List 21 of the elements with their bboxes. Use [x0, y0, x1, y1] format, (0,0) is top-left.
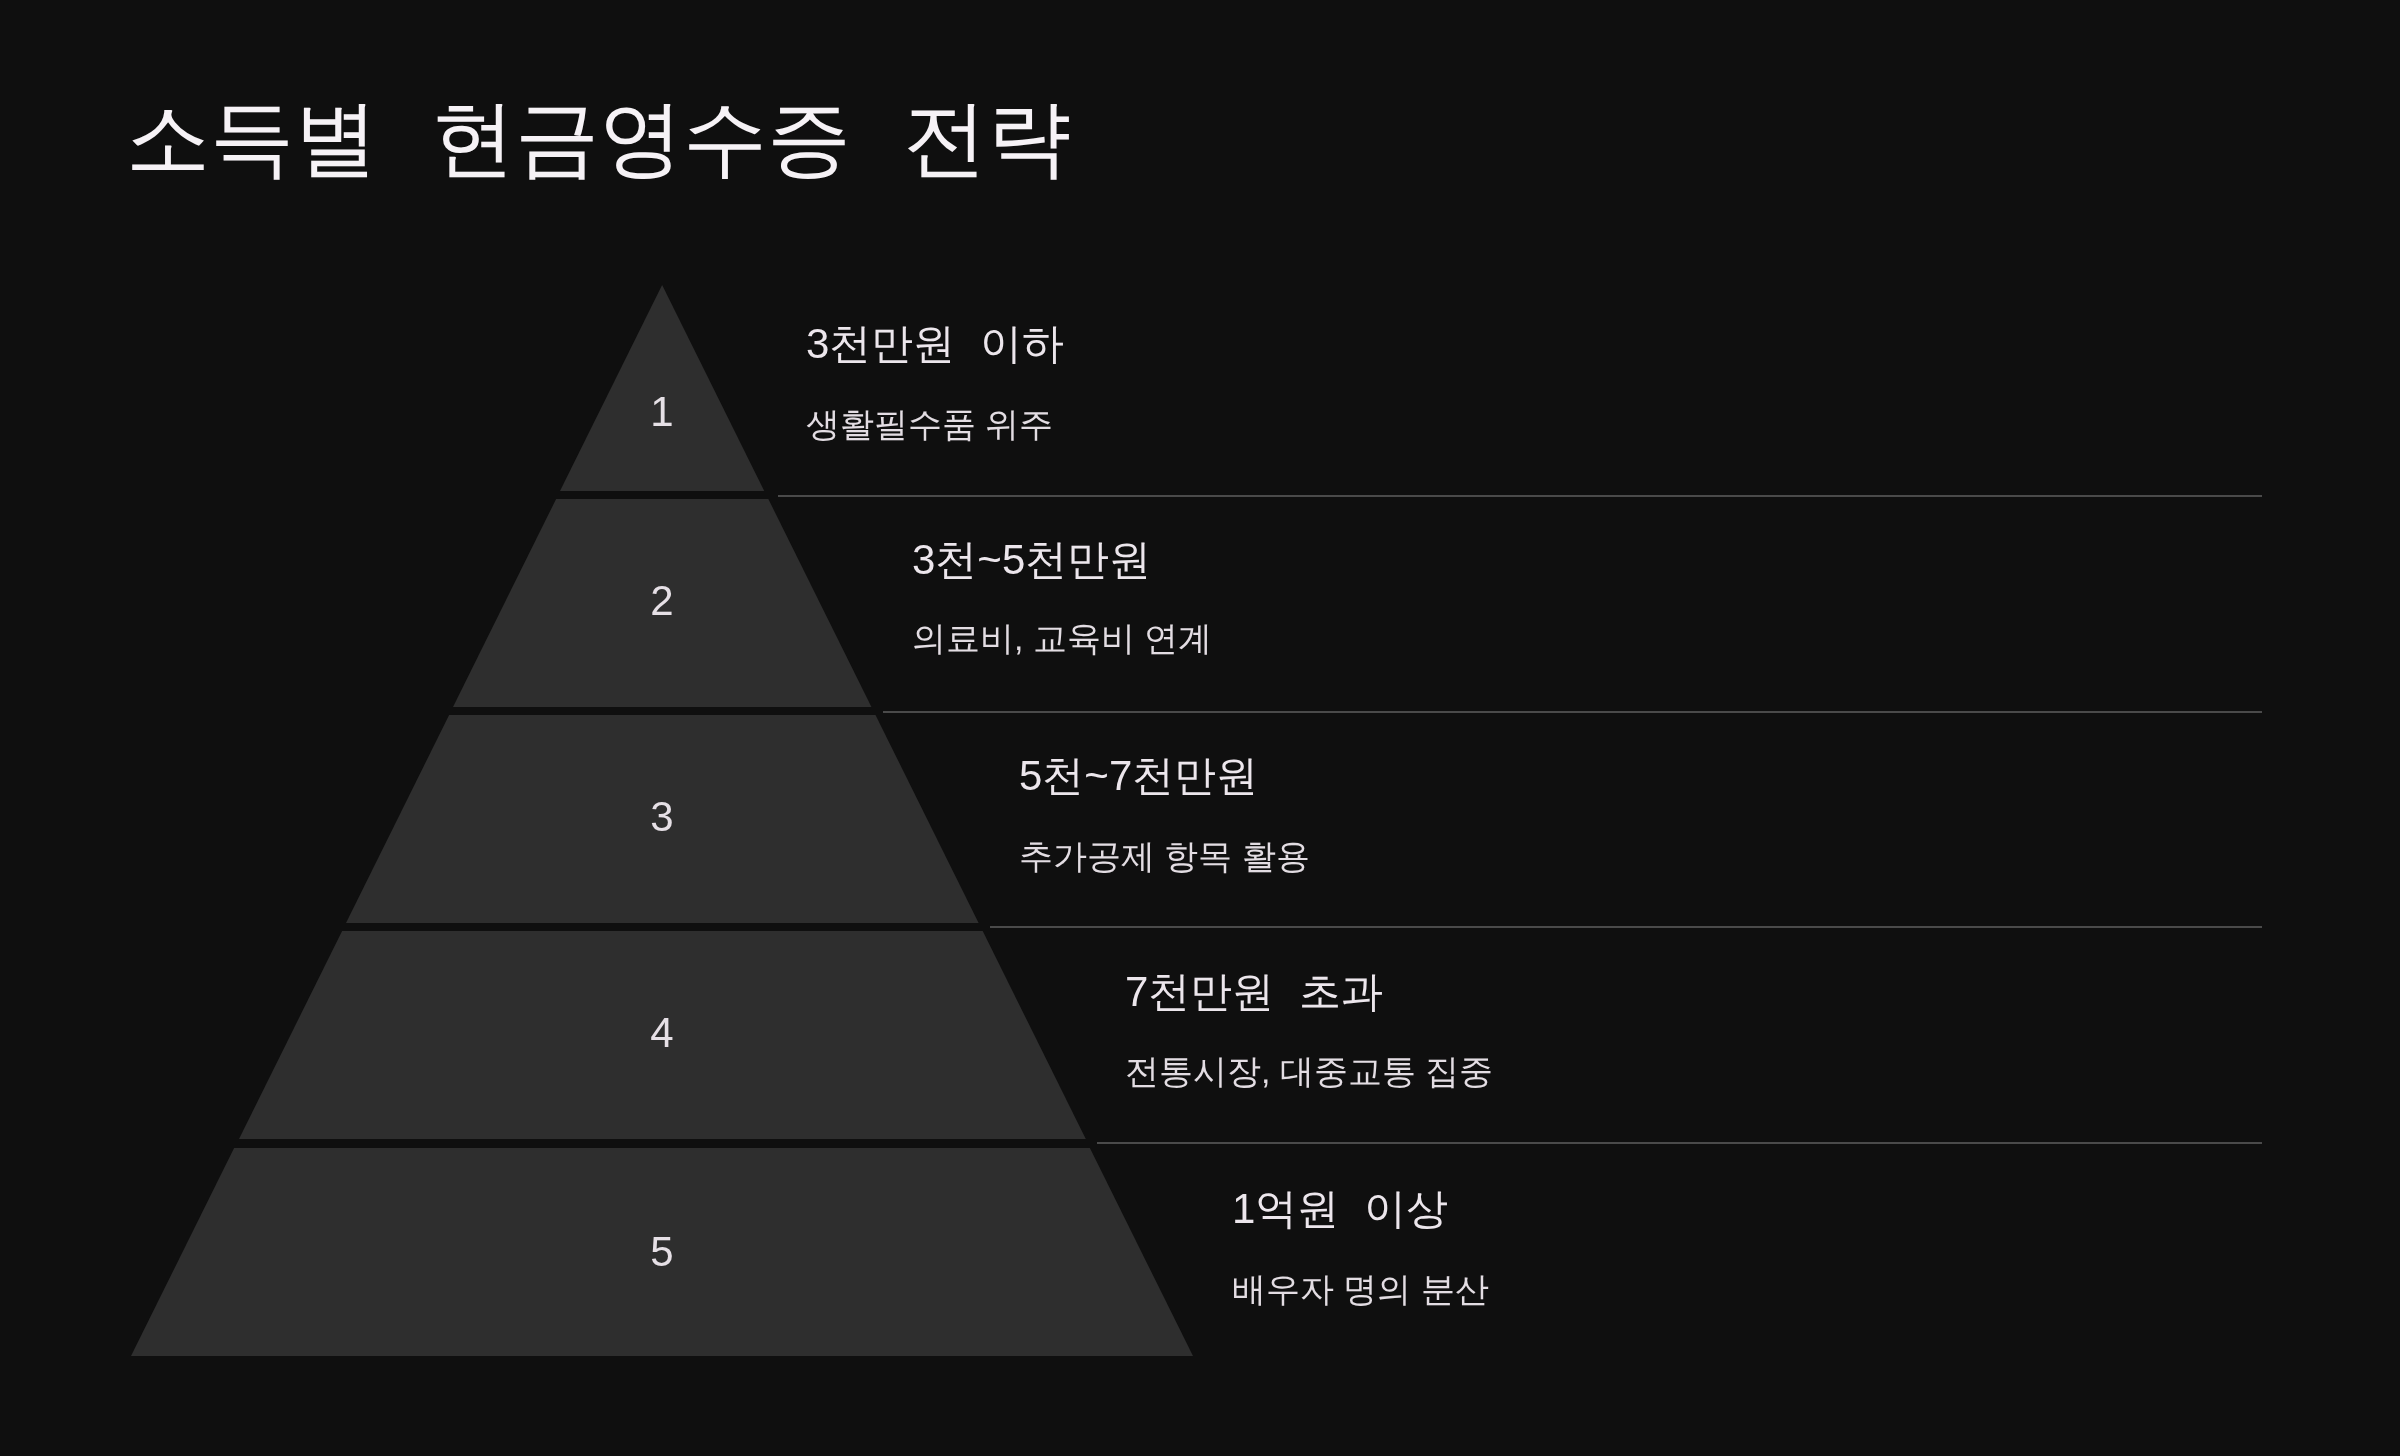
pyramid-tier [452, 499, 872, 707]
tier-heading: 5천~7천만원 [1019, 751, 1259, 801]
tier-number: 4 [650, 1007, 674, 1058]
pyramid-tier [131, 1148, 1193, 1356]
tier-number: 3 [650, 791, 674, 842]
tier-number: 5 [650, 1226, 674, 1277]
tier-heading: 3천~5천만원 [912, 535, 1152, 585]
tier-description: 의료비, 교육비 연계 [912, 618, 1213, 659]
tier-description: 생활필수품 위주 [806, 404, 1054, 445]
pyramid-tier [345, 715, 979, 923]
tier-heading: 3천만원 이하 [806, 319, 1064, 369]
tier-number: 1 [650, 386, 674, 437]
tier-description: 전통시장, 대중교통 집중 [1125, 1051, 1494, 1092]
tier-description: 배우자 명의 분산 [1232, 1269, 1489, 1310]
diagram-title: 소득별 현금영수증 전략 [126, 90, 1072, 187]
pyramid-tier [238, 931, 1086, 1139]
tier-heading: 7천만원 초과 [1125, 967, 1383, 1017]
pyramid-tier [559, 285, 765, 491]
tier-number: 2 [650, 575, 674, 626]
tier-description: 추가공제 항목 활용 [1019, 836, 1310, 877]
tier-heading: 1억원 이상 [1232, 1184, 1448, 1234]
